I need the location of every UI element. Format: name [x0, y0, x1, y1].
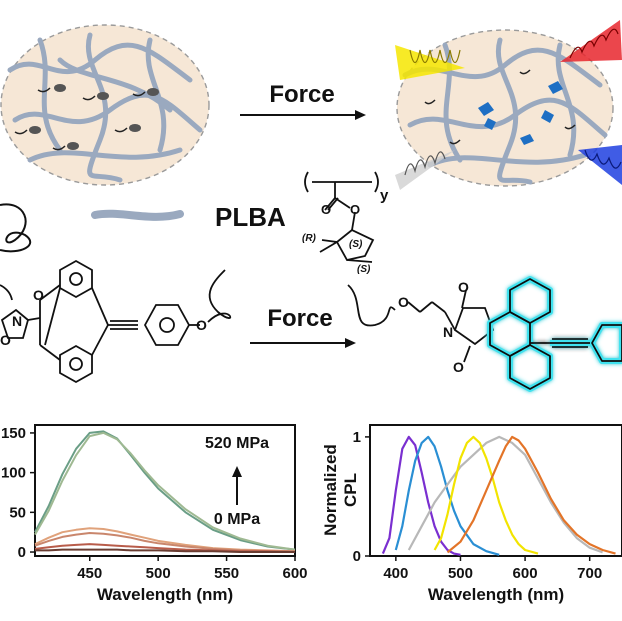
force-arrow-middle: Force [250, 305, 356, 348]
stereo-label-r: (R) [302, 233, 317, 244]
atom-o-maleimide2: O [453, 359, 464, 375]
pressure-arrow-head [232, 466, 242, 477]
x-tick-label: 500 [146, 565, 171, 582]
repeat-subscript: y [380, 187, 389, 204]
series-line-0 [34, 430, 296, 551]
y-axis-label-line1: Normalized [321, 444, 340, 536]
anthracene-product [487, 276, 622, 392]
atom-o-maleimide1: O [458, 279, 469, 295]
x-tick-label: 500 [448, 565, 473, 582]
cpl-beam-yellow [395, 45, 465, 80]
atom-o-imide2: O [0, 332, 11, 348]
plba-legend: PLBA [91, 202, 286, 232]
y-tick-label: 100 [1, 465, 26, 482]
maleimide-product [347, 284, 495, 363]
atom-n-reactant: N [12, 313, 22, 329]
plba-monomer-structure [304, 171, 379, 263]
series-line-4 [446, 435, 616, 555]
annotation-520mpa: 520 MPa [205, 435, 269, 452]
cpl-beam-red [560, 20, 622, 62]
x-tick-label: 600 [282, 565, 307, 582]
stereo-label-s1: (S) [349, 239, 363, 250]
network-before [0, 24, 210, 186]
y-tick-label: 50 [9, 504, 26, 521]
series-line-2 [407, 435, 603, 554]
x-axis-label: Wavelength (nm) [428, 585, 564, 604]
y-tick-label: 0 [353, 548, 361, 565]
plot-frame [34, 424, 296, 557]
force-label-middle: Force [267, 305, 332, 332]
mechanophore-blue-units [478, 81, 563, 145]
cpl-beam-gray [395, 150, 455, 190]
atom-n-product: N [443, 324, 453, 340]
mechanophore-reactant [0, 259, 232, 384]
plot-frame [369, 424, 622, 557]
stereo-label-s2: (S) [357, 264, 371, 275]
plba-chain-swatch [91, 209, 184, 221]
series-line-3 [433, 435, 539, 555]
coil-fragment-left [0, 203, 32, 253]
series-line-5 [35, 548, 295, 553]
mechanophore-dark-units [29, 84, 159, 150]
plba-label: PLBA [215, 202, 286, 232]
series-line-1 [34, 431, 296, 551]
atom-o-ester: O [350, 202, 360, 217]
force-label-top: Force [269, 81, 334, 108]
x-tick-label: 450 [77, 565, 102, 582]
y-tick-label: 0 [18, 544, 26, 561]
force-arrow-top: Force [240, 81, 366, 120]
cpl-beam-blue [578, 145, 622, 185]
small-chain-squiggles [14, 87, 146, 151]
atom-o-ether-reactant: O [196, 317, 207, 333]
x-tick-label: 400 [383, 565, 408, 582]
series-line-0 [381, 435, 461, 556]
annotation-0mpa: 0 MPa [214, 511, 260, 528]
y-tick-label: 150 [1, 425, 26, 442]
x-axis-label: Wavelength (nm) [97, 585, 233, 604]
series-line-3 [34, 532, 295, 553]
atom-o-carbonyl: O [321, 202, 331, 217]
x-tick-label: 550 [214, 565, 239, 582]
series-line-1 [394, 435, 500, 556]
atom-o-imide1: O [33, 287, 44, 303]
y-axis-label-line2: CPL [341, 473, 360, 507]
x-tick-label: 600 [513, 565, 538, 582]
x-tick-label: 700 [577, 565, 602, 582]
atom-o-ether-product: O [398, 294, 409, 310]
y-tick-label: 1 [353, 429, 361, 446]
